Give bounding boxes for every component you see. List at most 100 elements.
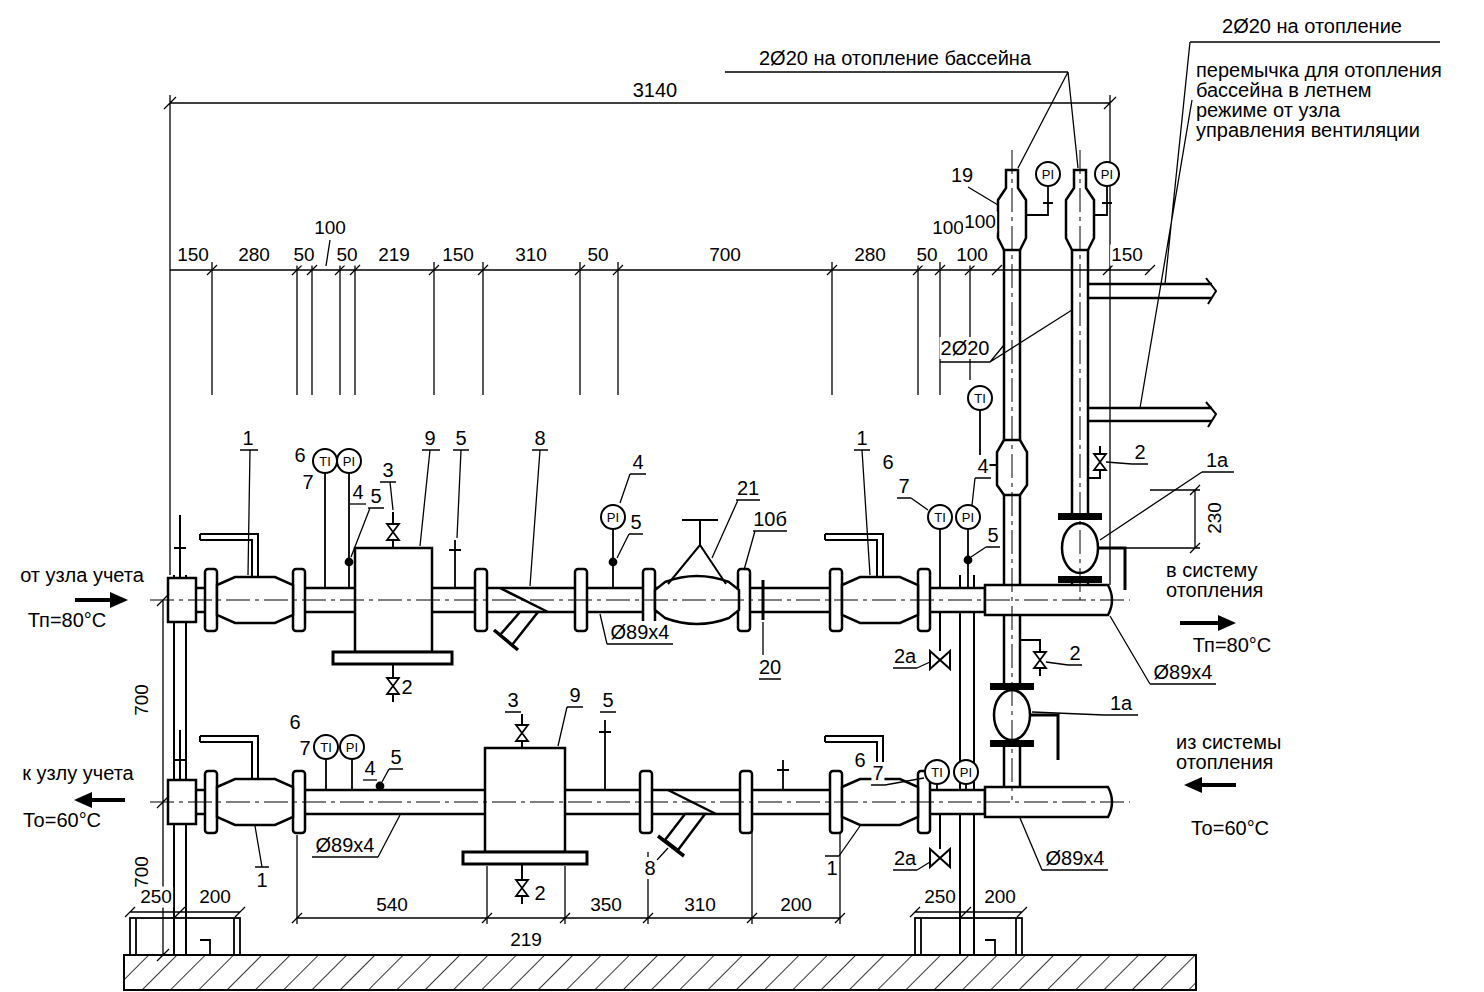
instrument-bubble: PI — [953, 759, 979, 785]
small-valve — [930, 849, 950, 867]
leader-line — [350, 503, 366, 504]
dimension-line — [207, 265, 1155, 275]
dimension: 50 — [586, 245, 609, 266]
support-pedestal — [915, 918, 1022, 955]
pipe-size: 2Ø20 — [940, 337, 991, 359]
leader-line — [1100, 472, 1234, 540]
leader-line — [351, 508, 384, 557]
mud-trap — [463, 852, 587, 864]
instrument-code: TI — [320, 741, 332, 754]
callout-number: 5 — [369, 485, 382, 507]
instrument-stem — [965, 557, 972, 564]
callout-number: 2 — [400, 676, 413, 698]
instrument-stem — [449, 540, 789, 790]
small-valve — [930, 651, 950, 669]
callout-number: 6 — [293, 444, 306, 466]
dimension: 700 — [132, 855, 153, 889]
dimension-line — [1104, 485, 1200, 553]
instrument-code: PI — [962, 511, 974, 524]
callout-number: 2а — [893, 847, 917, 869]
dimension: 310 — [514, 245, 548, 266]
leader-line — [240, 42, 1440, 870]
leader-line — [505, 711, 616, 712]
strainer — [658, 836, 684, 856]
dimension-line — [164, 95, 1116, 585]
instrument-code: PI — [343, 455, 355, 468]
dimension-line — [125, 95, 1200, 961]
dimension-line — [170, 269, 1150, 270]
callout-number: 9 — [423, 427, 436, 449]
callout-number: 5 — [986, 524, 999, 546]
instrument-stem — [325, 187, 1112, 790]
callout-number: 1 — [825, 857, 838, 879]
leader-line — [453, 450, 469, 538]
callout-number: 5 — [629, 511, 642, 533]
instrument-bubble: PI — [1094, 161, 1120, 187]
dimension: 150 — [441, 245, 475, 266]
instrument-bubble: PI — [600, 504, 626, 530]
ball-valve — [825, 534, 918, 623]
vertical-pipe — [1020, 446, 1100, 676]
dimension: 230 — [1205, 501, 1226, 535]
dimension: 700 — [132, 683, 153, 717]
balancing-valve — [655, 520, 763, 624]
pipe-flange — [205, 569, 930, 833]
flow-label: из системы отопления — [1175, 732, 1317, 772]
callout-number: 3 — [506, 689, 519, 711]
dimension-line — [125, 907, 245, 917]
dimension: 350 — [589, 895, 623, 916]
ball-valve — [825, 736, 918, 825]
callout-number: 1а — [1109, 692, 1133, 714]
dimension-line — [326, 240, 330, 266]
dimension-line — [297, 818, 840, 924]
note: 2Ø20 на отопление — [1221, 15, 1403, 37]
callout-number: 6 — [288, 711, 301, 733]
instrument-bubble: TI — [924, 759, 950, 785]
dimension: 3140 — [632, 79, 679, 101]
small-valve — [387, 454, 1106, 904]
instrument-stem — [980, 187, 1107, 465]
callout-number: 4 — [351, 481, 364, 503]
leader-line — [744, 531, 787, 570]
instrument-bubble: TI — [312, 448, 338, 474]
leader-line — [600, 614, 673, 644]
instrument-code: PI — [346, 741, 358, 754]
callout-number: 5 — [389, 746, 402, 768]
dimension: 200 — [198, 887, 232, 908]
dimension: 310 — [683, 895, 717, 916]
dimension: 280 — [853, 245, 887, 266]
callout-number: 1 — [255, 869, 268, 891]
leader-line — [620, 474, 646, 503]
dimension-line — [212, 262, 970, 395]
instrument-bubble: PI — [955, 504, 981, 530]
pipe-size: Ø89х4 — [1153, 661, 1214, 683]
ball-valve — [200, 736, 293, 825]
leader-line — [725, 72, 1078, 168]
small-valve — [1094, 454, 1106, 470]
dimension: 280 — [237, 245, 271, 266]
dimension: 100 — [963, 212, 997, 233]
callout-number: 2 — [1068, 642, 1081, 664]
dimension: 250 — [139, 887, 173, 908]
callout-number: 10б — [752, 508, 788, 530]
instrument-code: PI — [960, 766, 972, 779]
callout-number: 5 — [601, 689, 614, 711]
instrument-bubble: TI — [313, 734, 339, 760]
dimension: 200 — [983, 887, 1017, 908]
flow-arrow — [1180, 615, 1236, 631]
instrument-bubble: PI — [1035, 161, 1061, 187]
callout-number: 7 — [871, 762, 884, 784]
small-valve — [387, 678, 399, 694]
flow-label: То=60°C — [1190, 817, 1270, 839]
leader-line — [657, 848, 668, 860]
leader-line — [363, 779, 377, 780]
instrument-code: TI — [974, 392, 986, 405]
callout-number: 9 — [568, 684, 581, 706]
callout-number: 6 — [881, 451, 894, 473]
dimension: 100 — [931, 218, 965, 239]
callout-number: 4 — [363, 757, 376, 779]
vertical-pipe — [1206, 278, 1216, 427]
callout-number: 8 — [643, 857, 656, 879]
callout-number: 5 — [454, 427, 467, 449]
